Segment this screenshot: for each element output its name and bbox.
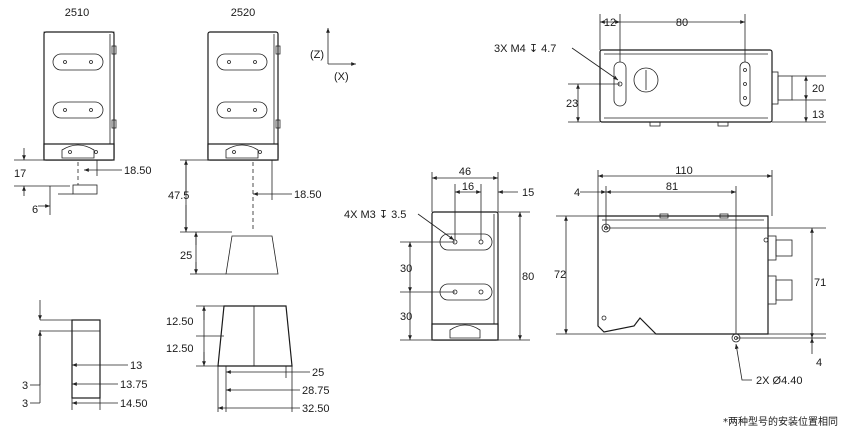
dim-17: 17 [14, 168, 26, 180]
dim-72: 72 [554, 269, 566, 281]
dim-18-50-2520: 18.50 [294, 189, 322, 201]
sensor-2520-front-view: 2520 [207, 7, 281, 161]
sensor-2520-side-view: 12.50 12.50 25 28.75 32.50 [166, 305, 330, 415]
holes-m3-label: 4X M3 ↧ 3.5 [344, 209, 406, 221]
dim-81: 81 [666, 181, 678, 193]
dim-13: 13 [130, 360, 142, 372]
dim-110: 110 [675, 165, 693, 177]
front-view-dimensioned: 46 16 15 4X M3 ↧ 3.5 30 30 80 [344, 166, 534, 341]
dim-3b: 3 [22, 398, 28, 410]
dim-25b: 25 [312, 367, 324, 379]
dim-71: 71 [814, 277, 826, 289]
holes-m4-label: 3X M4 ↧ 4.7 [494, 43, 556, 55]
footnote: *两种型号的安装位置相同 [723, 417, 838, 428]
beam-2510: 17 18.50 6 [14, 148, 152, 216]
dim-16: 16 [462, 181, 474, 193]
beam-2520: 47.5 18.50 25 [168, 159, 322, 275]
dim-30b: 30 [400, 311, 412, 323]
model-2520-label: 2520 [231, 7, 255, 19]
axis-z-label: (Z) [310, 49, 324, 61]
dim-6: 6 [32, 204, 38, 216]
dim-20: 20 [812, 83, 824, 95]
dim-14-50: 14.50 [120, 398, 148, 410]
dim-4-bottom: 4 [816, 357, 822, 369]
dim-12-50a: 12.50 [166, 316, 194, 328]
dim-18-50-2510: 18.50 [124, 165, 152, 177]
dim-46: 46 [459, 166, 471, 178]
dim-32-50: 32.50 [302, 403, 330, 415]
dim-80-top: 80 [676, 17, 688, 29]
side-view-dimensioned: 110 81 4 72 71 4 2X Ø4.40 [554, 165, 826, 387]
dim-25: 25 [180, 250, 192, 262]
dim-13-75: 13.75 [120, 379, 148, 391]
dim-15: 15 [522, 187, 534, 199]
dim-47-5: 47.5 [168, 190, 189, 202]
model-2510-label: 2510 [65, 7, 89, 19]
dim-12-50b: 12.50 [166, 343, 194, 355]
axis-x-label: (X) [334, 71, 349, 83]
dim-28-75: 28.75 [302, 385, 330, 397]
top-view-dimensioned: 12 80 3X M4 ↧ 4.7 23 20 13 [494, 14, 826, 127]
dim-80-front: 80 [522, 271, 534, 283]
dim-23: 23 [566, 98, 578, 110]
sensor-2510-side-view: 3 3 13 13.75 14.50 [22, 300, 148, 410]
dim-30a: 30 [400, 263, 412, 275]
sensor-2510-front-view: 2510 [43, 7, 117, 161]
dim-12-top: 12 [604, 17, 616, 29]
axes-indicator: (Z) (X) [310, 27, 356, 83]
dim-4-top: 4 [574, 187, 580, 199]
dim-3a: 3 [22, 380, 28, 392]
holes-diameter-label: 2X Ø4.40 [756, 375, 802, 387]
dim-13-top: 13 [812, 109, 824, 121]
